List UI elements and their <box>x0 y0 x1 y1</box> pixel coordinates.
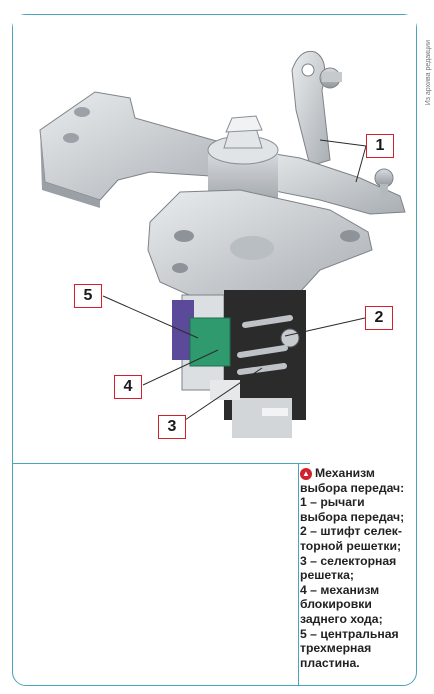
chevron-up-icon: ▲ <box>300 467 312 480</box>
caption-divider-vertical <box>298 463 299 685</box>
callout-2: 2 <box>365 306 393 330</box>
caption-divider <box>12 463 310 464</box>
caption-line-0: Механизм <box>315 466 375 480</box>
caption-line-1: выбора передач: <box>300 480 405 495</box>
caption-line-10: заднего хода; <box>300 611 383 626</box>
lever-arm-vertical <box>291 50 342 167</box>
figure-frame <box>12 14 417 686</box>
caption-line-12: трехмерная <box>300 641 372 656</box>
selector-gate-block <box>172 290 306 438</box>
callout-5: 5 <box>74 284 102 308</box>
base-plate <box>147 189 373 301</box>
caption-line-11: 5 – центральная <box>300 626 399 641</box>
selector-lever-upper <box>39 91 251 208</box>
callout-4: 4 <box>114 375 142 399</box>
caption-line-4: 2 – штифт селек- <box>300 524 402 539</box>
figure-caption: ▲Механизм выбора передач: 1 – рычаги выб… <box>300 466 412 670</box>
caption-line-3: выбора передач; <box>300 509 405 524</box>
callout-3: 3 <box>158 415 186 439</box>
caption-line-7: решетка; <box>300 568 354 583</box>
callout-leaders <box>102 139 367 421</box>
caption-line-6: 3 – селекторная <box>300 553 397 568</box>
selector-lever-right <box>249 149 406 215</box>
photo-credit: Из архива редакции <box>425 40 432 106</box>
callout-1: 1 <box>366 134 394 158</box>
caption-line-8: 4 – механизм <box>300 582 380 597</box>
caption-line-2: 1 – рычаги <box>300 495 365 510</box>
caption-line-9: блокировки <box>300 597 372 612</box>
caption-line-13: пластина. <box>300 655 360 670</box>
caption-line-5: торной решетки; <box>300 538 401 553</box>
